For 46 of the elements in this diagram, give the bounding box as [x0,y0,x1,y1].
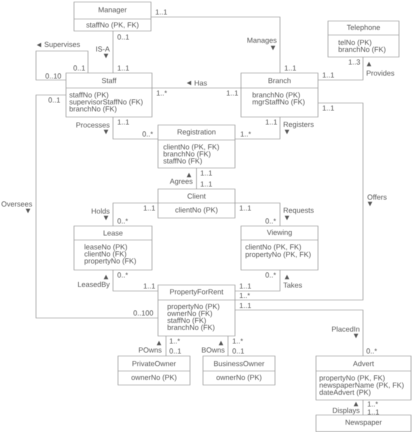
relationship-line [234,116,280,140]
entity-box [74,2,152,32]
direction-arrow [186,172,192,178]
direction-arrow [354,402,358,406]
entity-box [240,72,318,118]
relationship-line [112,270,158,292]
direction-arrow [284,130,290,134]
direction-arrow [36,42,42,48]
relationship-line [112,202,158,226]
direction-arrow [104,54,108,58]
relationship-line [362,400,364,416]
direction-arrow [104,216,108,220]
relationship-line [318,56,364,80]
entity-box [66,72,152,118]
direction-arrow [186,80,192,86]
direction-arrow [156,340,162,346]
direction-arrow [366,62,372,66]
direction-arrow [104,130,108,134]
entity-box [158,124,236,168]
relationship-line [234,202,280,226]
relationship-line [234,102,364,300]
entity-box [240,226,318,270]
entity-box [202,356,276,386]
relationship-line [112,116,158,140]
relationship-line [196,168,197,190]
direction-arrow [218,340,224,346]
direction-arrow [368,202,372,206]
direction-arrow [104,274,108,280]
relationship-line [36,50,88,80]
entity-box [328,20,400,58]
entity-box [158,188,236,218]
direction-arrow [26,208,30,214]
entity-box [74,226,152,270]
relationship-line [234,270,280,292]
entity-box [316,356,412,400]
direction-arrow [270,46,276,50]
entity-box [118,356,190,386]
direction-arrow [354,334,358,338]
entity-box [158,284,236,336]
relationship-line [234,310,364,356]
relationship-line [112,30,114,74]
entity-box [316,414,412,432]
direction-arrow [284,274,290,280]
direction-arrow [284,216,290,220]
relationship-line [36,94,158,318]
relationship-line [150,16,280,74]
